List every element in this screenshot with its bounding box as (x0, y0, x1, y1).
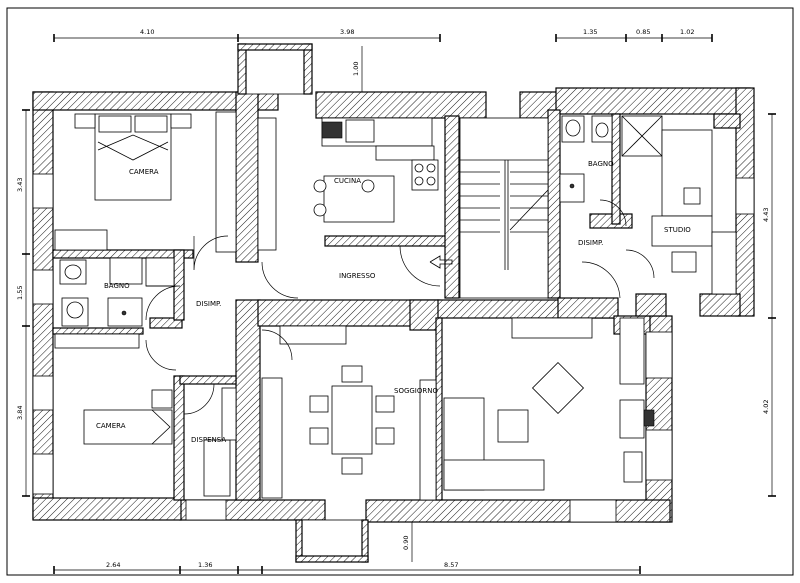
doors (145, 199, 655, 415)
dimension-labels: 4.10 3.98 1.35 0.85 1.02 1.00 3.43 1.55 … (16, 28, 770, 569)
room-label-dispensa: DISPENSA (191, 436, 226, 444)
room-label-bagno-left: BAGNO (104, 282, 130, 290)
wardrobe (215, 111, 237, 253)
dispensa-shelf-2 (221, 387, 237, 441)
dispensa-shelf (203, 439, 231, 497)
dim-left-2: 1.55 (16, 286, 24, 300)
balcony-bottom (295, 519, 369, 563)
dim-top-4: 0.85 (636, 28, 650, 36)
kitchen-fixtures (257, 117, 439, 251)
staircase (429, 117, 549, 299)
single-bed-bottom (54, 333, 173, 445)
bathroom-right-fixtures (559, 115, 663, 203)
dim-right-2: 4.02 (762, 400, 770, 414)
dim-top-2: 3.98 (340, 28, 354, 36)
dim-balcony-top: 1.00 (352, 62, 360, 76)
dim-left-3: 3.84 (16, 406, 24, 420)
bathroom-left-fixtures (59, 257, 175, 327)
dim-balcony-bottom: 0.90 (402, 536, 410, 550)
double-bed-top (54, 113, 192, 251)
room-label-studio: STUDIO (664, 226, 691, 234)
room-label-camera-bottom: CAMERA (96, 422, 126, 430)
dim-top-5: 1.02 (680, 28, 694, 36)
dim-top-3: 1.35 (583, 28, 597, 36)
room-label-disimp-left: DISIMP. (196, 300, 221, 308)
room-label-disimp-right: DISIMP. (578, 239, 603, 247)
balcony-top (237, 43, 313, 95)
dim-bottom-1: 2.64 (106, 561, 120, 569)
utility-fixtures (619, 317, 655, 483)
living-sofa (443, 317, 593, 491)
room-label-camera-top: CAMERA (129, 168, 159, 176)
room-labels: CAMERA BAGNO DISIMP. CAMERA DISPENSA CUC… (96, 160, 691, 444)
dim-bottom-3: 8.57 (444, 561, 458, 569)
windows (32, 173, 755, 523)
dining-table (261, 325, 437, 501)
room-label-soggiorno: SOGGIORNO (394, 387, 438, 395)
dimension-lines (22, 34, 776, 574)
room-label-cucina: CUCINA (334, 177, 361, 185)
drawing-frame (6, 7, 794, 576)
dim-top-1: 4.10 (140, 28, 154, 36)
dim-right-1: 4.43 (762, 208, 770, 222)
studio-furniture (651, 129, 737, 295)
room-label-ingresso: INGRESSO (339, 272, 376, 280)
dim-left-1: 3.43 (16, 178, 24, 192)
room-label-bagno-right: BAGNO (588, 160, 614, 168)
dim-bottom-2: 1.36 (198, 561, 212, 569)
